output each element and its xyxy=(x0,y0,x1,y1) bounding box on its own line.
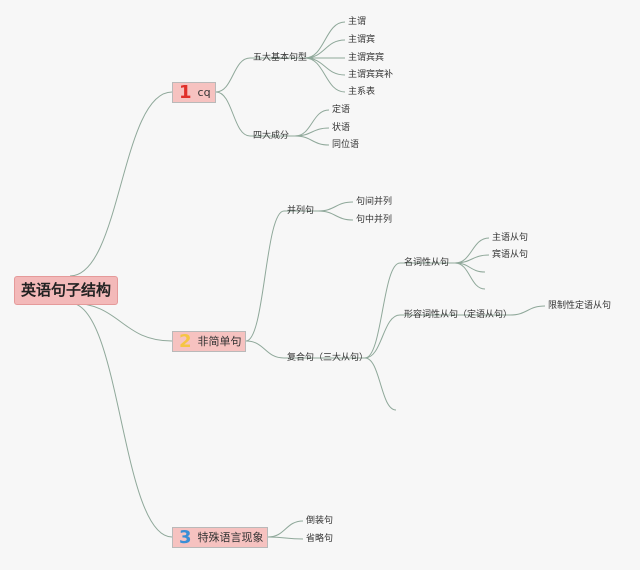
leaf-appositive[interactable]: 同位语 xyxy=(332,140,360,150)
leaf-ellipsis[interactable]: 省略句 xyxy=(306,534,334,544)
connector-b2-compound xyxy=(245,210,285,342)
leaf-attributive[interactable]: 定语 xyxy=(332,105,351,115)
connector-basic-leaf-1 xyxy=(304,39,346,59)
root-node[interactable]: 英语句子结构 xyxy=(14,276,118,305)
connector-basic-leaf-3 xyxy=(304,57,346,76)
connector-basic-leaf-4 xyxy=(304,57,346,93)
branch-3-node[interactable]: 3 特殊语言现象 xyxy=(172,527,268,548)
connector-complex-adj xyxy=(364,314,401,359)
connector-b1-basic xyxy=(215,57,251,93)
leaf-within-sentence[interactable]: 句中并列 xyxy=(356,215,393,225)
connector-noun-leaf-0 xyxy=(454,237,490,264)
topic-four-components[interactable]: 四大成分 xyxy=(253,131,290,141)
connector-adj-leaf xyxy=(509,305,546,316)
connector-components-leaf-0 xyxy=(294,109,330,137)
topic-basic-patterns[interactable]: 五大基本句型 xyxy=(253,53,308,63)
topic-adjective-clauses[interactable]: 形容词性从句（定语从句） xyxy=(404,310,513,320)
leaf-object-clause[interactable]: 宾语从句 xyxy=(492,250,529,260)
leaf-svo[interactable]: 主谓宾 xyxy=(348,35,376,45)
connector-root-b3 xyxy=(69,302,173,538)
leaf-inversion[interactable]: 倒装句 xyxy=(306,516,334,526)
branch-2-label: 非简单句 xyxy=(197,335,242,348)
branch-3-number: 3 xyxy=(179,526,192,548)
connector-noun-blank-2 xyxy=(454,262,486,290)
leaf-subject-clause[interactable]: 主语从句 xyxy=(492,233,529,243)
connector-b3-leaf-0 xyxy=(267,520,304,538)
topic-noun-clauses[interactable]: 名词性从句 xyxy=(404,258,450,268)
leaf-restrictive-clause[interactable]: 限制性定语从句 xyxy=(548,301,612,311)
branch-1-node[interactable]: 1 cq xyxy=(172,82,216,103)
leaf-sv[interactable]: 主谓 xyxy=(348,17,367,27)
connector-compound-leaf-1 xyxy=(317,210,354,221)
connector-b3-leaf-1 xyxy=(267,536,304,540)
branch-1-label: cq xyxy=(197,86,211,99)
connector-b2-complex xyxy=(245,340,285,359)
connector-root-b1 xyxy=(69,91,173,277)
connector-noun-leaf-1 xyxy=(454,254,490,264)
connector-basic-leaf-0 xyxy=(304,21,346,59)
leaf-svoc[interactable]: 主谓宾宾补 xyxy=(348,70,394,80)
topic-complex-sentence[interactable]: 复合句（三大从句） xyxy=(287,353,369,363)
connector-complex-noun xyxy=(364,262,401,359)
branch-1-number: 1 xyxy=(179,81,192,103)
connector-components-leaf-2 xyxy=(294,135,330,146)
branch-3-label: 特殊语言现象 xyxy=(197,531,264,544)
connector-complex-blank xyxy=(364,357,397,411)
leaf-svoo[interactable]: 主谓宾宾 xyxy=(348,53,385,63)
leaf-svc[interactable]: 主系表 xyxy=(348,87,376,97)
leaf-adverbial[interactable]: 状语 xyxy=(332,123,351,133)
leaf-between-sentences[interactable]: 句间并列 xyxy=(356,197,393,207)
connector-b1-components xyxy=(215,91,251,137)
connector-root-b2 xyxy=(69,302,173,342)
branch-2-node[interactable]: 2 非简单句 xyxy=(172,331,246,352)
connector-compound-leaf-0 xyxy=(317,201,354,212)
branch-2-number: 2 xyxy=(179,330,192,352)
topic-compound-sentence[interactable]: 并列句 xyxy=(287,206,315,216)
